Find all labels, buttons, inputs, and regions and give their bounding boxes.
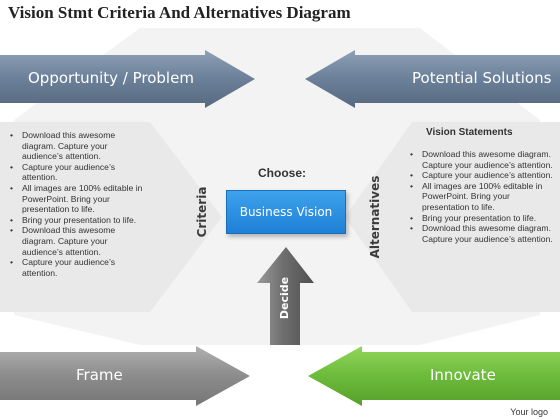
page-title: Vision Stmt Criteria And Alternatives Di… (8, 3, 351, 22)
decide-label: Decide (278, 276, 291, 320)
list-item: Download this awesome diagram. Capture y… (10, 130, 150, 162)
list-item: All images are 100% editable in PowerPoi… (10, 183, 150, 215)
opportunity-arrow (0, 50, 255, 108)
innovate-arrow (308, 346, 560, 406)
left-bullet-list: Download this awesome diagram. Capture y… (10, 130, 150, 278)
list-item: Download this awesome diagram. Capture y… (410, 149, 556, 170)
list-item: Capture your audience’s attention. (10, 257, 150, 278)
list-item: Download this awesome diagram. Capture y… (10, 225, 150, 257)
criteria-label: Criteria (195, 186, 209, 238)
list-item: Capture your audience’s attention. (10, 162, 150, 183)
opportunity-label: Opportunity / Problem (28, 69, 194, 87)
list-item: Capture your audience’s attention. (410, 170, 556, 181)
right-bullet-list: Download this awesome diagram. Capture y… (410, 149, 556, 244)
list-item: Download this awesome diagram. Capture y… (410, 223, 556, 244)
business-vision-label: Business Vision (239, 205, 333, 219)
logo-text: Your logo (510, 407, 548, 417)
list-item: All images are 100% editable in PowerPoi… (410, 181, 556, 213)
alternatives-label: Alternatives (368, 175, 382, 259)
vision-statements-title: Vision Statements (426, 127, 513, 138)
list-item: Bring your presentation to life. (10, 215, 150, 226)
innovate-label: Innovate (430, 366, 496, 384)
frame-label: Frame (76, 366, 123, 384)
choose-label: Choose: (258, 166, 306, 180)
list-item: Bring your presentation to life. (410, 213, 556, 224)
frame-arrow (0, 346, 250, 406)
potential-solutions-label: Potential Solutions (412, 69, 552, 87)
decide-arrow (257, 247, 314, 345)
potential-solutions-arrow (305, 50, 560, 108)
business-vision-box: Business Vision (226, 190, 346, 234)
